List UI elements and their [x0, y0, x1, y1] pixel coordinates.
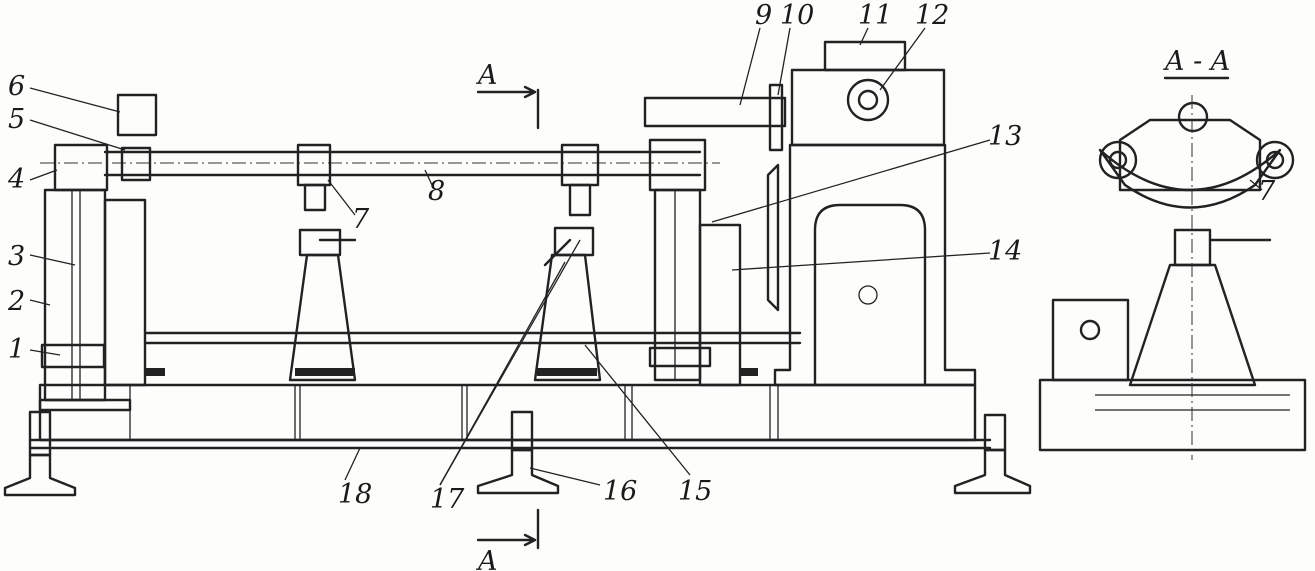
gearbox: [766, 40, 977, 387]
section-marker-top: A: [475, 60, 498, 91]
label-10: 10: [780, 0, 814, 31]
leader-lines: [29, 27, 1263, 486]
label-7: 7: [352, 204, 370, 235]
label-13: 13: [988, 121, 1022, 152]
label-14: 14: [988, 236, 1022, 267]
label-15: 15: [678, 476, 712, 507]
section-label-7: 7: [1258, 176, 1276, 207]
label-5: 5: [8, 104, 25, 135]
label-8: 8: [428, 176, 445, 207]
part-labels: 6 5 4 3 2 1 7 8 9 10 11 12 13 14 15 16 1…: [7, 0, 1276, 571]
label-17: 17: [430, 484, 465, 515]
left-column: [38, 143, 147, 412]
label-6: 6: [8, 71, 25, 102]
label-12: 12: [915, 0, 949, 31]
label-18: 18: [338, 479, 372, 510]
supports: [145, 143, 758, 382]
base-frame: [28, 331, 992, 450]
label-11: 11: [858, 0, 892, 31]
section-view: [1038, 95, 1307, 460]
label-2: 2: [7, 286, 25, 317]
right-column: [643, 83, 787, 387]
label-4: 4: [7, 164, 25, 195]
shaft: [40, 93, 720, 182]
section-cut-markers: [476, 76, 1230, 550]
leveling-feet: [3, 410, 1032, 497]
section-title: A - A: [1162, 46, 1230, 77]
section-marker-bottom: A: [475, 546, 498, 571]
label-1: 1: [8, 334, 25, 365]
label-16: 16: [603, 476, 637, 507]
label-3: 3: [8, 241, 25, 272]
label-9: 9: [755, 0, 772, 31]
